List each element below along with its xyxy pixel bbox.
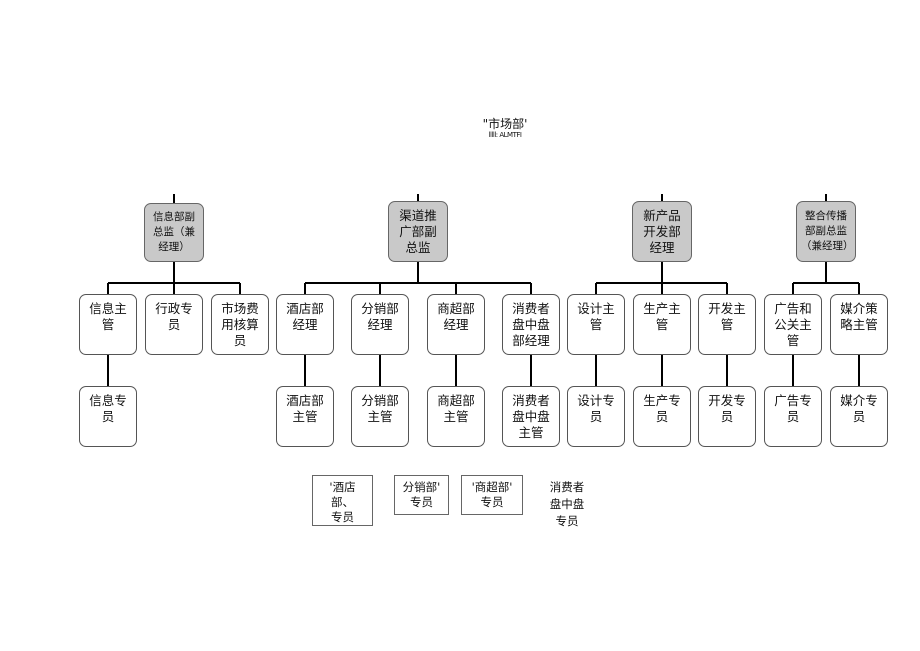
manager-info-supervisor[interactable]: 信息主 管 [79, 294, 137, 355]
manager-hotel-dept[interactable]: 酒店部 经理 [276, 294, 334, 355]
manager-design-supervisor[interactable]: 设计主 管 [567, 294, 625, 355]
manager-media-strategy-supervisor[interactable]: 媒介策 略主管 [830, 294, 888, 355]
manager-marketing-cost-accountant[interactable]: 市场费 用核算 员 [211, 294, 269, 355]
staff-design-specialist[interactable]: 设计专 员 [567, 386, 625, 447]
manager-production-supervisor[interactable]: 生产主 管 [633, 294, 691, 355]
chart-title: "市场部' [482, 117, 528, 131]
specialist-hotel[interactable]: '酒店 部、 专员 [312, 475, 373, 526]
staff-supermarket-supervisor[interactable]: 商超部 主管 [427, 386, 485, 447]
dept-info-deputy-director[interactable]: 信息部副 总监（兼 经理） [144, 203, 204, 262]
manager-ad-pr-supervisor[interactable]: 广告和 公关主 管 [764, 294, 822, 355]
staff-distribution-supervisor[interactable]: 分销部 主管 [351, 386, 409, 447]
staff-production-specialist[interactable]: 生产专 员 [633, 386, 691, 447]
manager-supermarket-dept[interactable]: 商超部 经理 [427, 294, 485, 355]
specialist-distribution[interactable]: 分销部' 专员 [394, 475, 449, 515]
dept-new-product-manager[interactable]: 新产品 开发部 经理 [632, 201, 692, 262]
dept-integrated-comm-deputy-director[interactable]: 整合传播 部副总监 （兼经理） [796, 201, 856, 262]
manager-admin-specialist[interactable]: 行政专 员 [145, 294, 203, 355]
dept-channel-deputy-director[interactable]: 渠道推 广部副 总监 [388, 201, 448, 262]
staff-ad-specialist[interactable]: 广告专 员 [764, 386, 822, 447]
specialist-supermarket[interactable]: '商超部' 专员 [461, 475, 523, 515]
staff-media-specialist[interactable]: 媒介专 员 [830, 386, 888, 447]
staff-info-specialist[interactable]: 信息专 员 [79, 386, 137, 447]
manager-consumer-pzp-dept[interactable]: 消费者 盘中盘 部经理 [502, 294, 560, 355]
specialist-consumer-pzp: 消费者 盘中盘 专员 [549, 480, 585, 528]
staff-development-specialist[interactable]: 开发专 员 [698, 386, 756, 447]
manager-development-supervisor[interactable]: 开发主 管 [698, 294, 756, 355]
chart-subtitle: lllll: ALMTFI [488, 131, 522, 139]
staff-hotel-supervisor[interactable]: 酒店部 主管 [276, 386, 334, 447]
manager-distribution-dept[interactable]: 分销部 经理 [351, 294, 409, 355]
staff-consumer-pzp-supervisor[interactable]: 消费者 盘中盘 主管 [502, 386, 560, 447]
